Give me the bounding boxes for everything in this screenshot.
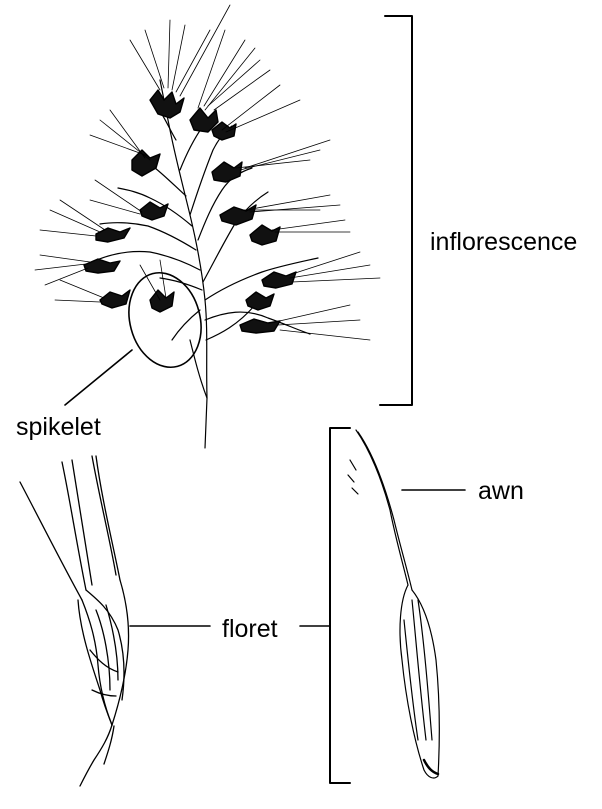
spikelet-heads [83, 89, 297, 334]
inflorescence-awns [34, 4, 381, 341]
inflorescence-drawing [91, 79, 319, 449]
inflorescence-label: inflorescence [430, 228, 578, 256]
spikelet-detail-drawing [19, 455, 130, 787]
floret-detail-drawing [347, 429, 440, 779]
floret-label: floret [222, 615, 278, 643]
awn-label: awn [478, 477, 524, 505]
floret-bracket [329, 427, 351, 784]
spikelet-highlight-circle [128, 271, 202, 369]
inflorescence-bracket [379, 15, 413, 406]
spikelet-label: spikelet [16, 413, 101, 441]
spikelet-leader-line [64, 349, 133, 406]
